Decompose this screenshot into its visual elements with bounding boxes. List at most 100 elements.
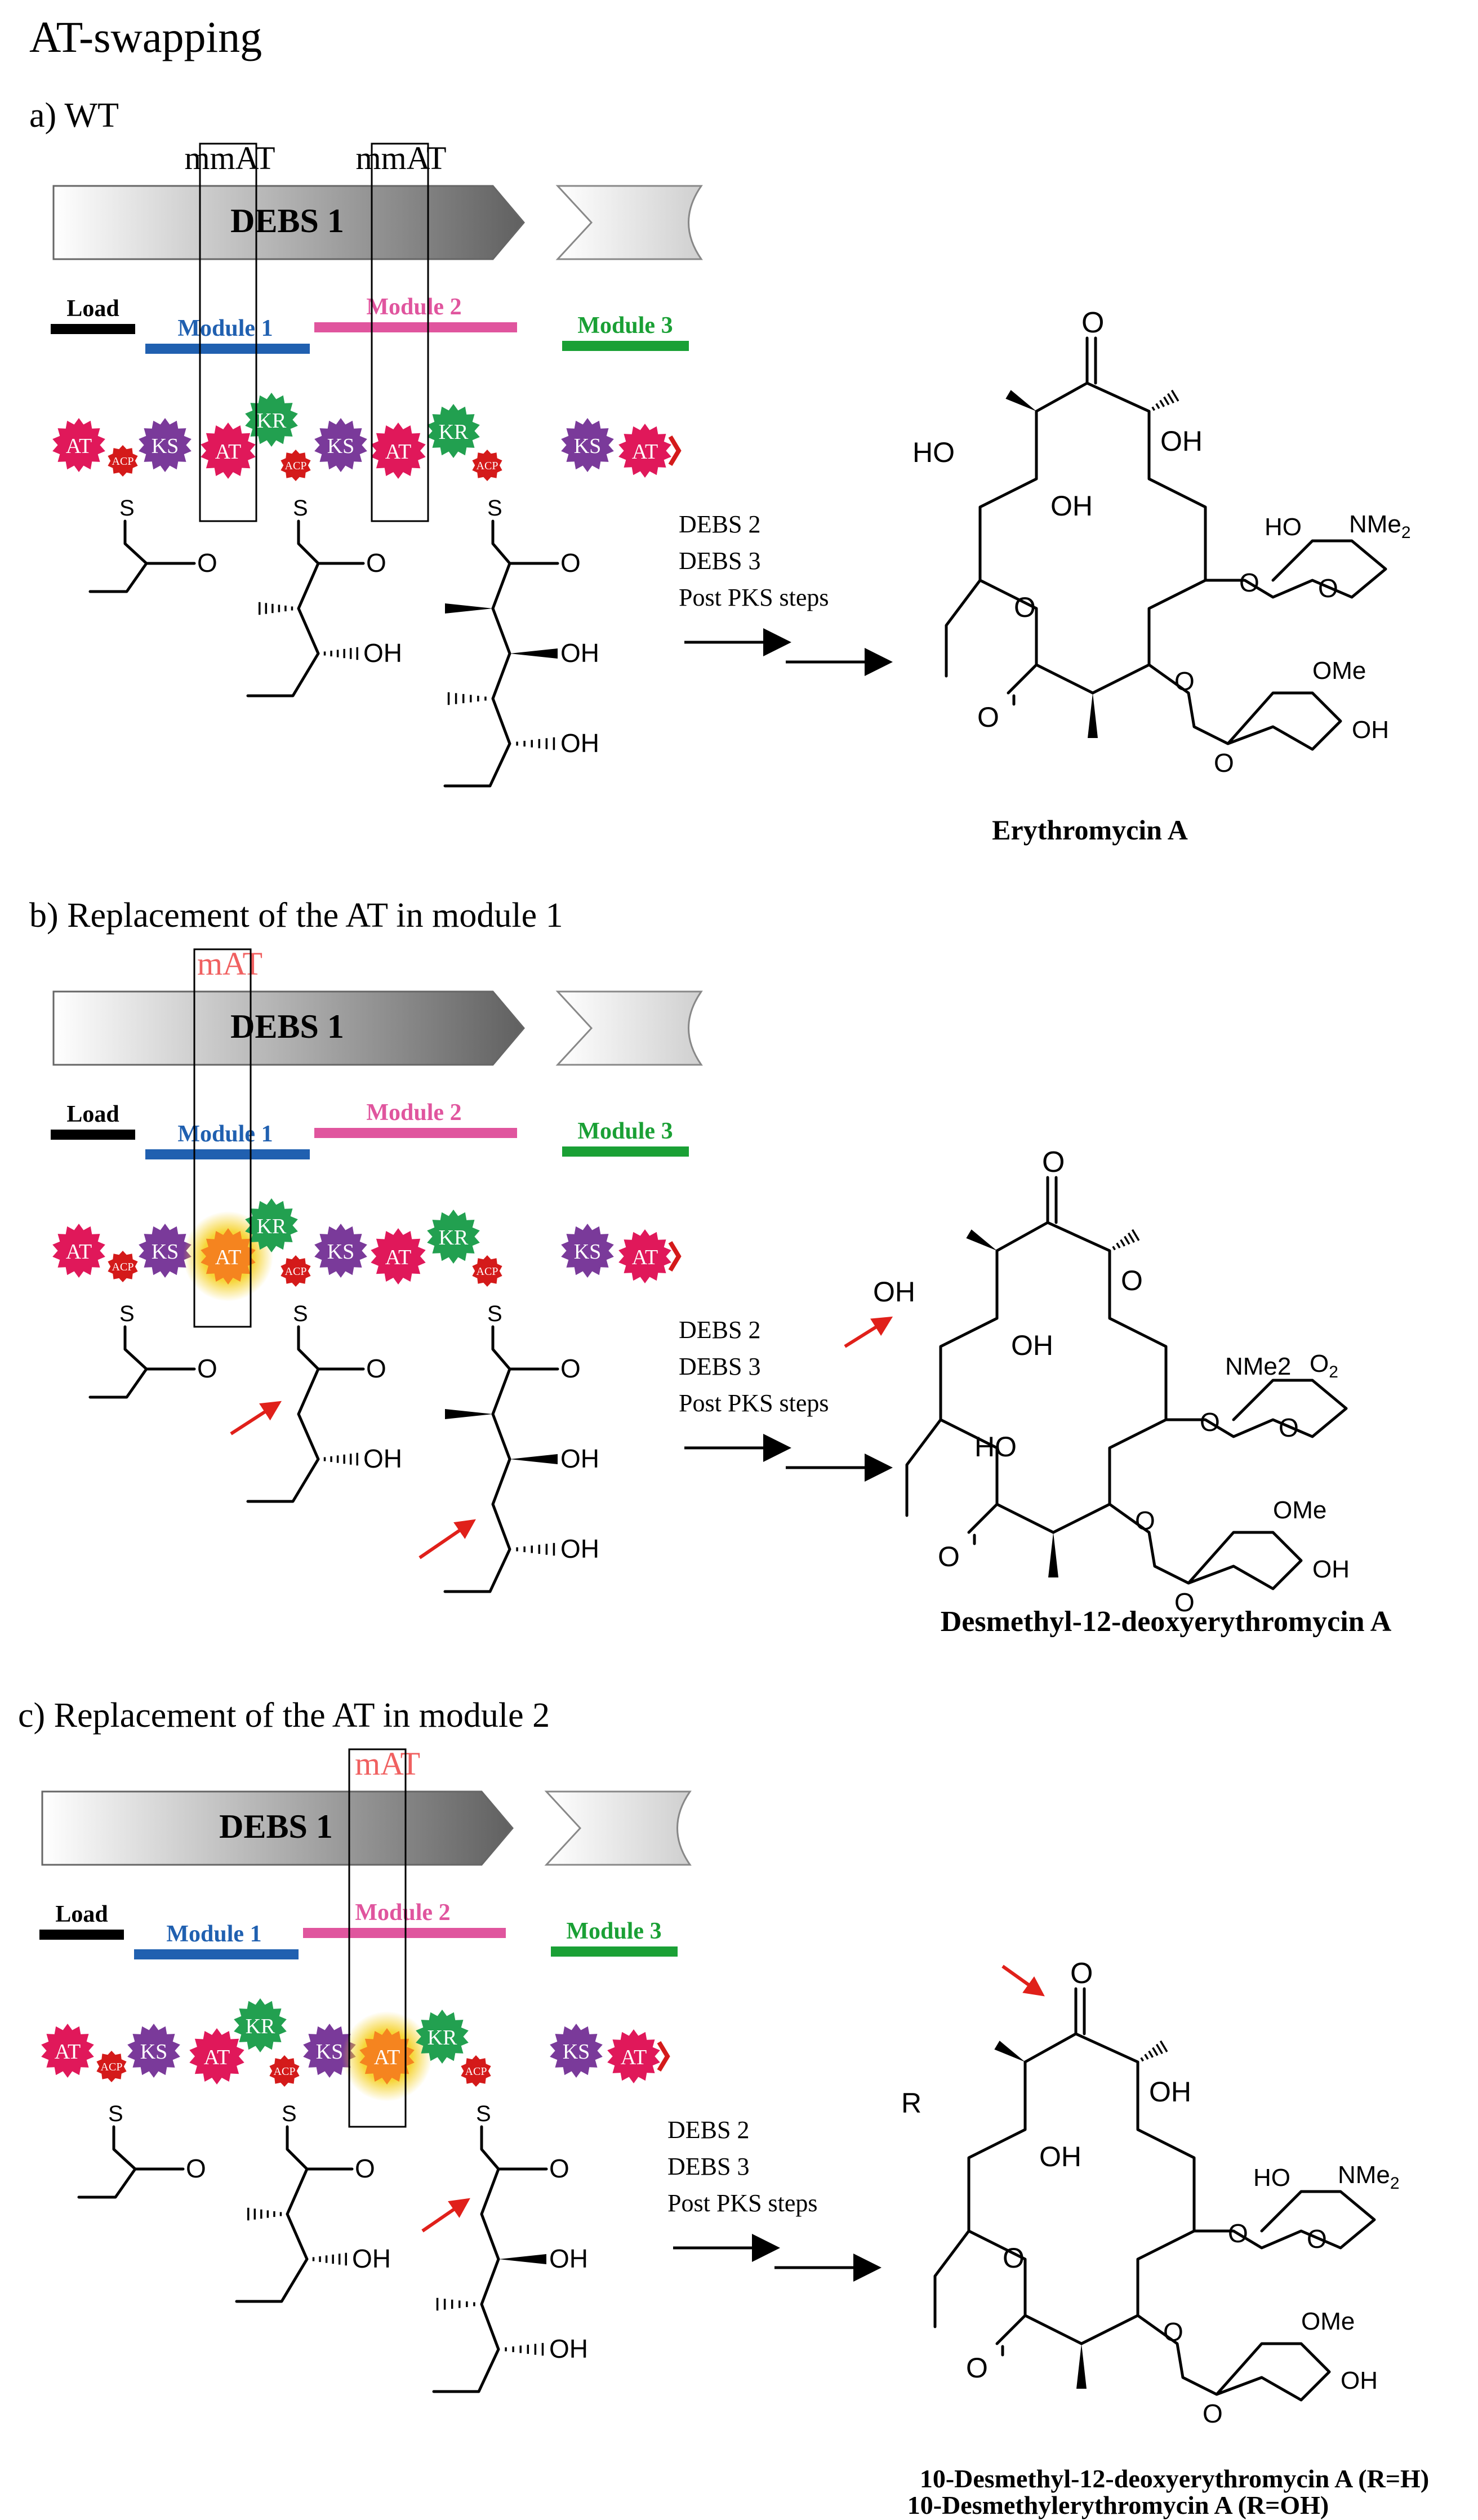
step-label: Post PKS steps xyxy=(667,2189,818,2217)
domain-acp xyxy=(108,445,138,477)
methyl-wedge xyxy=(1076,2344,1087,2389)
at-label: mAT xyxy=(197,945,262,982)
module-label-1: Module 1 xyxy=(177,315,273,341)
debs2-gene-fragment xyxy=(544,1790,692,1866)
domain-at xyxy=(52,1224,105,1278)
debs1-label: DEBS 1 xyxy=(230,202,344,239)
atom-O: O xyxy=(366,1354,386,1383)
atom-OH: OH xyxy=(560,1444,599,1473)
module-label-1: Module 1 xyxy=(177,1121,273,1147)
ethyl xyxy=(945,579,982,678)
domain-label: KS xyxy=(574,434,602,458)
domain-label: AT xyxy=(385,440,411,464)
atom-OH: OH xyxy=(363,638,402,668)
bond xyxy=(235,2125,309,2303)
step-label: Post PKS steps xyxy=(679,1389,829,1417)
red-arrow xyxy=(419,1519,476,1559)
step-label: DEBS 2 xyxy=(679,1316,760,1344)
atom-label: R xyxy=(901,2087,921,2119)
at-label: mAT xyxy=(355,1745,420,1782)
domain-acp xyxy=(461,2055,491,2087)
module-label-2: Module 2 xyxy=(366,294,461,320)
atom-OH: OH xyxy=(352,2244,391,2273)
debs2-gene-fragment xyxy=(555,185,703,260)
debs1-label: DEBS 1 xyxy=(230,1008,344,1045)
atom-OH: OH xyxy=(1050,490,1093,522)
domain-label: ACP xyxy=(477,1265,498,1278)
domain-acp xyxy=(269,2055,300,2087)
module-bar-0 xyxy=(51,1130,135,1140)
domain-label: KS xyxy=(152,434,179,458)
atom-O: O xyxy=(977,701,999,733)
domain-at xyxy=(371,423,426,479)
atom-HO: NMe2 xyxy=(1225,1353,1291,1380)
domain-label: ACP xyxy=(274,2065,296,2078)
domain-label: KS xyxy=(152,1240,179,1264)
domain-label: ACP xyxy=(112,455,134,468)
oh-wedge xyxy=(510,1454,558,1464)
domain-label: KR xyxy=(257,409,287,433)
bond xyxy=(77,2125,137,2199)
domain-acp xyxy=(472,450,502,481)
atom-HO: HO xyxy=(1253,2164,1290,2192)
product-name: 10-Desmethyl-12-deoxyerythromycin A (R=H… xyxy=(920,2464,1429,2493)
at-label: mmAT xyxy=(355,140,446,176)
methyl-wedge xyxy=(1088,693,1098,738)
atom-O: O xyxy=(355,2154,375,2183)
bond xyxy=(432,2125,500,2393)
methyl-wedge xyxy=(966,1229,997,1251)
methyl-wedge xyxy=(445,1409,493,1419)
bond xyxy=(443,1325,511,1593)
domain-label: AT xyxy=(632,440,658,464)
methyl-hash xyxy=(436,2297,475,2311)
atom-O: HO xyxy=(974,1431,1017,1463)
methyl-wedge xyxy=(1048,1532,1058,1577)
oh-wedge xyxy=(498,2254,546,2264)
atom-OH: OH xyxy=(363,1444,402,1473)
atom-OH: OH xyxy=(549,2244,588,2273)
domain-label: AT xyxy=(621,2046,647,2069)
atom-O: O xyxy=(1318,574,1338,603)
domain-truncation xyxy=(657,2041,670,2072)
ethyl xyxy=(905,1418,942,1517)
oh-hash xyxy=(516,737,555,750)
module-bar-1 xyxy=(145,1149,310,1159)
atom-O: O xyxy=(197,548,217,577)
domain-label: AT xyxy=(215,1246,241,1269)
domain-label: KR xyxy=(428,2026,457,2050)
module-bar-1 xyxy=(145,344,310,354)
domain-label: ACP xyxy=(465,2065,487,2078)
atom-label: OH xyxy=(873,1276,915,1308)
figure-title: AT-swapping xyxy=(29,12,262,61)
domain-label: KS xyxy=(563,2040,590,2064)
atom-O: O xyxy=(1042,1146,1065,1179)
at-highlight-box xyxy=(371,143,429,522)
bond xyxy=(967,1503,999,1534)
step-label: DEBS 3 xyxy=(679,1353,760,1380)
bond xyxy=(88,1325,148,1399)
panel-heading: b) Replacement of the AT in module 1 xyxy=(29,896,563,935)
oh-hash xyxy=(323,647,358,660)
module-label-1: Module 1 xyxy=(166,1921,261,1947)
debs2-gene-fragment xyxy=(555,990,703,1066)
atom-O: O xyxy=(560,1354,581,1383)
atom-O: O xyxy=(1239,568,1259,597)
module-label-2: Module 2 xyxy=(366,1100,461,1126)
domain-kr xyxy=(416,2010,469,2064)
panel-b: b) Replacement of the AT in module 1 mAT D… xyxy=(29,896,1392,1638)
domain-label: KR xyxy=(257,1215,287,1238)
panel-heading: c) Replacement of the AT in module 2 xyxy=(18,1696,550,1735)
module-bar-3 xyxy=(562,1146,689,1157)
atom-S: S xyxy=(487,496,502,521)
module-bar-3 xyxy=(562,341,689,351)
bond xyxy=(246,1325,320,1503)
bond xyxy=(88,519,148,593)
domain-at xyxy=(52,418,105,472)
domain-label: AT xyxy=(374,2046,400,2069)
atom-S: S xyxy=(119,496,135,521)
